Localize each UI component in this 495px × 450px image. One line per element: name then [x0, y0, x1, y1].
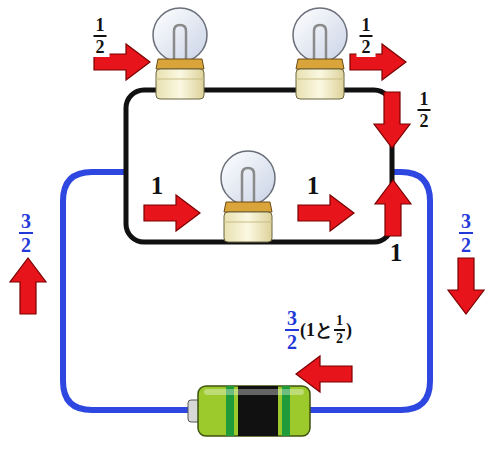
battery [188, 386, 310, 436]
current-value: 1 [305, 172, 322, 199]
bulb [221, 151, 275, 242]
current-arrow [10, 258, 46, 314]
current-value: 12 [415, 89, 434, 131]
current-value: 1 [149, 172, 166, 199]
current-value: 1 [388, 239, 405, 266]
current-value: 32 [456, 210, 476, 256]
current-arrow [144, 195, 200, 231]
current-arrow [374, 92, 410, 148]
bulb [153, 8, 207, 99]
current-arrow [375, 180, 411, 236]
inner-wire [126, 90, 392, 242]
current-value: 12 [91, 15, 110, 57]
current-arrow [298, 195, 354, 231]
current-arrow [448, 258, 484, 314]
bulb [293, 8, 347, 99]
current-value: 12 [357, 15, 376, 57]
current-value: 32(1と12) [282, 307, 354, 353]
current-value: 32 [16, 210, 36, 256]
current-arrow [296, 356, 352, 392]
